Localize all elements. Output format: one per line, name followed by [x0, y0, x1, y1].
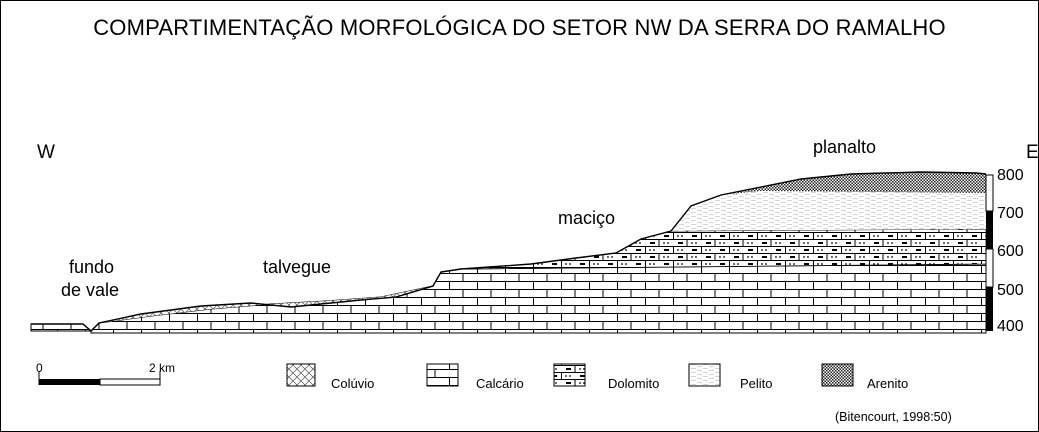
fundo-label: fundo — [69, 257, 115, 277]
source-citation: (Bitencourt, 1998:50) — [835, 410, 952, 424]
legend-label-arenito: Arenito — [867, 376, 909, 391]
west-label: W — [37, 142, 55, 163]
scale-bar — [38, 371, 161, 386]
elevation-bar — [985, 174, 994, 331]
elevation-tick-600: 600 — [997, 243, 1024, 260]
elevation-tick-400: 400 — [997, 318, 1024, 335]
topographic-profile — [31, 171, 987, 332]
de-vale-label: de vale — [61, 280, 120, 300]
legend-label-dolomito: Dolomito — [608, 376, 660, 391]
legend-label-pelito: Pelito — [740, 376, 773, 391]
legend-label-calcario: Calcário — [476, 376, 524, 391]
arenito-layer — [721, 172, 986, 195]
talvegue-label: talvegue — [263, 257, 332, 277]
elevation-tick-500: 500 — [997, 282, 1024, 299]
east-label: E — [1026, 142, 1039, 163]
pelito-layer — [671, 188, 986, 231]
legend-swatch-coluvio — [286, 363, 316, 387]
planalto-label: planalto — [813, 137, 877, 157]
elevation-tick-800: 800 — [997, 167, 1024, 184]
diagram-title: COMPARTIMENTAÇÃO MORFOLÓGICA DO SETOR NW… — [93, 15, 946, 40]
legend-label-coluvio: Colúvio — [331, 376, 375, 391]
elevation-tick-700: 700 — [997, 205, 1024, 222]
legend-swatch-arenito — [821, 363, 854, 387]
scale-start-label: 0 — [36, 361, 43, 375]
calcario-layer — [30, 263, 987, 334]
legend-swatch-pelito — [688, 363, 721, 387]
macico-label: maciço — [558, 208, 616, 228]
scale-end-label: 2 km — [149, 361, 176, 375]
legend-swatch-calcario — [426, 363, 459, 387]
legend-swatch-dolomito — [553, 363, 586, 387]
